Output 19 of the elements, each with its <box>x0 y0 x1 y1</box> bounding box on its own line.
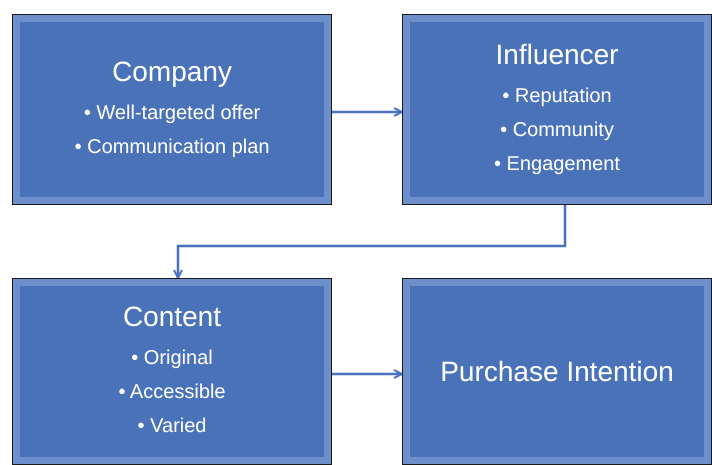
bullet-item: • Well-targeted offer <box>82 100 262 126</box>
bullet-item: • Communication plan <box>74 134 270 160</box>
arrow <box>332 107 403 117</box>
arrow <box>173 205 566 279</box>
bullet-item: • Reputation <box>501 84 613 108</box>
box-heading: Influencer <box>496 38 618 70</box>
box-heading: Content <box>122 300 222 332</box>
bullet-item: • Varied <box>136 414 208 438</box>
box-heading: Purchase Intention <box>440 356 674 388</box>
bullet-item: • Original <box>130 346 214 370</box>
bullet-item: • Community <box>499 118 615 142</box>
process-box <box>402 278 712 465</box>
process-box <box>12 14 332 205</box>
box-heading: Company <box>112 56 232 88</box>
bullet-item: • Engagement <box>494 152 620 176</box>
bullet-item: • Accessible <box>118 380 226 404</box>
arrow <box>332 369 403 379</box>
process-box <box>12 278 332 465</box>
process-box <box>402 14 712 205</box>
